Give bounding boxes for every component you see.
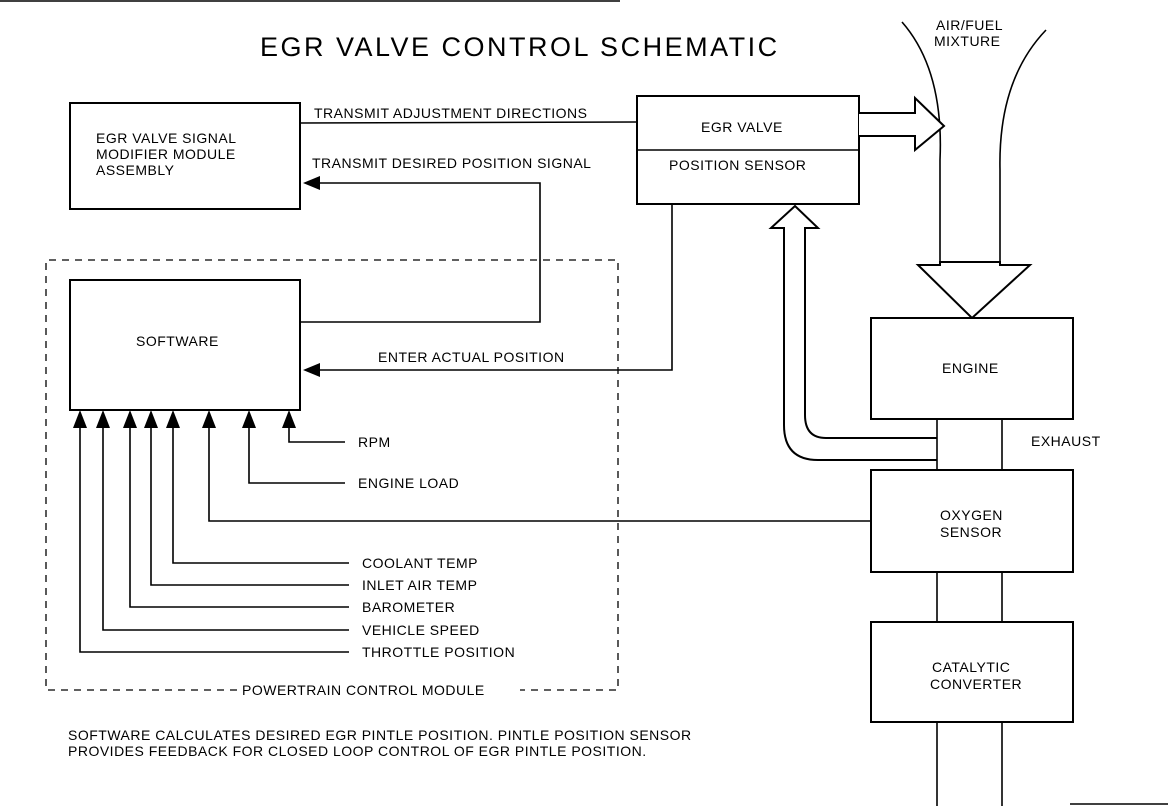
input-throttle-position-label: THROTTLE POSITION bbox=[362, 644, 515, 660]
egr-valve-label: EGR VALVE bbox=[701, 119, 783, 135]
catalytic-converter-line1: CATALYTIC bbox=[932, 659, 1010, 675]
enter-actual-position-label: ENTER ACTUAL POSITION bbox=[378, 349, 565, 365]
input-coolant-temp-label: COOLANT TEMP bbox=[362, 555, 478, 571]
footnote-line1: SOFTWARE CALCULATES DESIRED EGR PINTLE P… bbox=[68, 727, 692, 743]
modifier-module-line2: MODIFIER MODULE bbox=[96, 146, 236, 162]
position-sensor-label: POSITION SENSOR bbox=[669, 157, 806, 173]
catalytic-converter-box bbox=[870, 621, 1074, 723]
exhaust-pipe bbox=[936, 419, 1003, 806]
input-rpm-label: RPM bbox=[358, 434, 391, 450]
input-barometer-label: BAROMETER bbox=[362, 599, 455, 615]
desired-signal-arrowhead bbox=[303, 176, 320, 190]
exhaust-recirculation-arrow bbox=[768, 204, 937, 461]
input-vehicle-speed-label: VEHICLE SPEED bbox=[362, 622, 480, 638]
pcm-label: POWERTRAIN CONTROL MODULE bbox=[242, 682, 485, 698]
air-fuel-label-line2: MIXTURE bbox=[934, 33, 1001, 49]
modifier-module-box bbox=[69, 102, 301, 210]
air-fuel-label-line1: AIR/FUEL bbox=[936, 17, 1003, 33]
transmit-desired-label: TRANSMIT DESIRED POSITION SIGNAL bbox=[312, 155, 591, 171]
modifier-module-line1: EGR VALVE SIGNAL bbox=[96, 130, 237, 146]
actual-position-arrowhead bbox=[303, 363, 320, 377]
software-label: SOFTWARE bbox=[136, 333, 219, 349]
input-inlet-air-temp-label: INLET AIR TEMP bbox=[362, 577, 477, 593]
egr-flow-arrow bbox=[859, 95, 946, 153]
catalytic-converter-line2: CONVERTER bbox=[930, 676, 1022, 692]
exhaust-label: EXHAUST bbox=[1031, 433, 1101, 449]
input-wires bbox=[73, 410, 871, 653]
air-fuel-intake-arrow bbox=[901, 21, 1047, 320]
pcm-boundary bbox=[45, 259, 619, 691]
oxygen-sensor-box bbox=[870, 469, 1074, 573]
software-box bbox=[69, 279, 301, 411]
diagram-title: EGR VALVE CONTROL SCHEMATIC bbox=[260, 32, 780, 62]
oxygen-sensor-line2: SENSOR bbox=[940, 524, 1002, 540]
engine-box bbox=[870, 317, 1074, 420]
engine-label: ENGINE bbox=[942, 360, 999, 376]
oxygen-sensor-line1: OXYGEN bbox=[940, 507, 1003, 523]
transmit-adjustment-label: TRANSMIT ADJUSTMENT DIRECTIONS bbox=[314, 105, 588, 121]
modifier-module-line3: ASSEMBLY bbox=[96, 162, 175, 178]
input-engine-load-label: ENGINE LOAD bbox=[358, 475, 459, 491]
footnote-line2: PROVIDES FEEDBACK FOR CLOSED LOOP CONTRO… bbox=[68, 743, 647, 759]
